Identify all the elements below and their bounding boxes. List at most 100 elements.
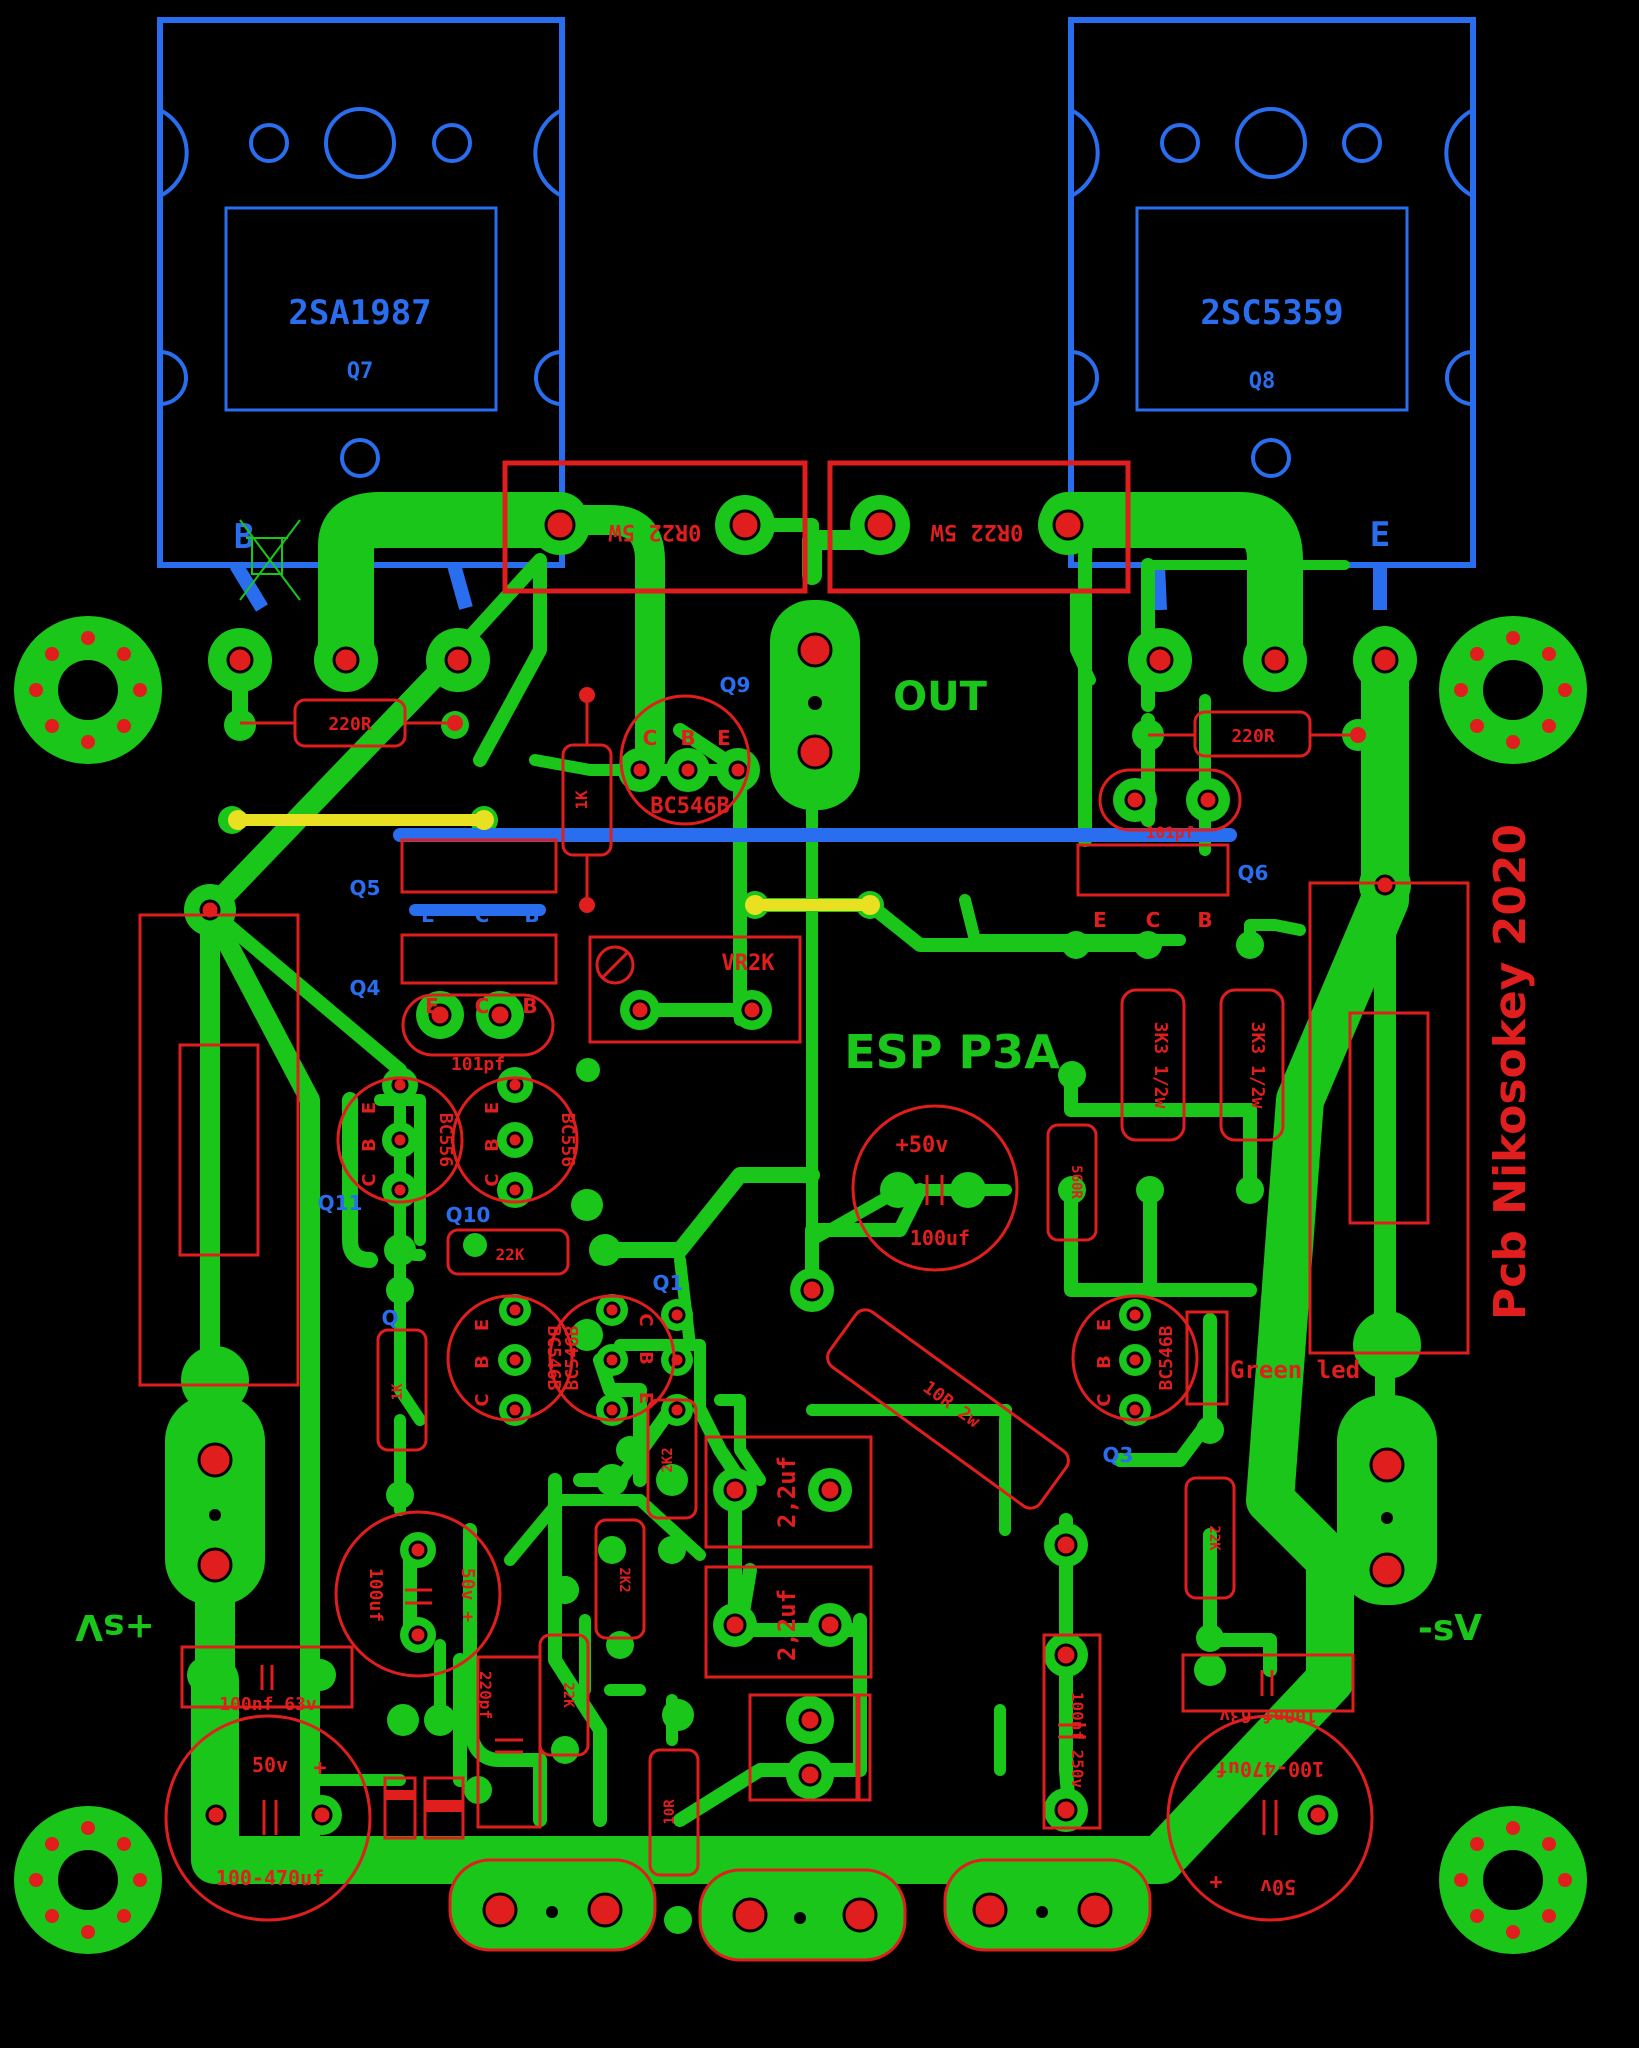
q1-pin-e: E [635, 1392, 656, 1404]
r220-right-label: 220R [1231, 726, 1275, 747]
bulk-left-value: 100-470uf [216, 1866, 324, 1890]
bc556-b-pin-e: E [482, 1102, 503, 1114]
bc546b-b-label: BC546B [562, 1325, 583, 1390]
cap100nf250-label: 100nf 250v [1068, 1692, 1087, 1789]
q3-pin-b: B [1094, 1355, 1115, 1369]
bc556-a-pin-c: C [359, 1173, 380, 1186]
recycle-bin-icon [239, 519, 301, 601]
ref-q6: Q6 [1238, 861, 1269, 885]
q5-pin-b: B [524, 903, 539, 927]
output-label: OUT [893, 674, 987, 720]
bulk-right-voltage: 50v [1260, 1875, 1296, 1899]
r2k2-b-label: 2K2 [616, 1567, 632, 1592]
q-a-pin-e: E [472, 1319, 493, 1331]
supply-neg-label: -sV [1418, 1608, 1482, 1649]
cap2u2-a-label: 2,2uf [773, 1456, 801, 1528]
cap2u2-b-label: 2,2uf [773, 1589, 801, 1661]
cap100u-left-value: 100uf [365, 1568, 386, 1622]
q9-pin-e: E [717, 726, 731, 750]
power-transistor-left-ref: Q7 [347, 359, 374, 384]
cap100u-mid-voltage: +50v [896, 1133, 949, 1158]
cap100u-mid-value: 100uf [910, 1226, 970, 1250]
diode-bodies [385, 1790, 463, 1812]
trimmer-label: VR2K [722, 951, 776, 976]
cap220pf-label: 220pf [476, 1671, 495, 1719]
silk-pads [447, 687, 1366, 913]
q4-pin-e: E [425, 994, 439, 1018]
bc556-b-pin-b: B [482, 1138, 503, 1152]
q-a-pin-c: C [472, 1393, 493, 1406]
board-title: ESP P3A [844, 1025, 1060, 1079]
r22k-a-label: 22K [496, 1245, 525, 1264]
silkscreen-outlines [138, 460, 1470, 1962]
ref-q11: Q11 [318, 1191, 363, 1215]
board-credit: Pcb Nikosokey 2020 [1485, 824, 1536, 1320]
cap100nf-left-label: 100nf 63v [219, 1694, 317, 1715]
power-transistor-right-part: 2SC5359 [1200, 293, 1343, 333]
r3k3-a-label: 3K3 1/2w [1150, 1022, 1171, 1109]
ref-q5: Q5 [350, 876, 381, 900]
q-a-pin-b: B [472, 1355, 493, 1369]
jumper-wires [232, 814, 876, 911]
cap100u-left-voltage: 50v + [457, 1568, 478, 1622]
bc556-b-label: BC556 [557, 1113, 578, 1167]
bulk-right-plus: + [1209, 1869, 1222, 1894]
power-transistor-right-ref: Q8 [1249, 369, 1276, 394]
q6-pin-c: C [1146, 908, 1161, 932]
q9-pin-c: C [643, 726, 658, 750]
q5-pin-e: E [421, 903, 435, 927]
cap101-left-label: 101pf [451, 1054, 505, 1075]
bc556-a-pin-b: B [359, 1138, 380, 1152]
power-transistor-right-pin: E [1370, 515, 1390, 555]
jumper-ends [228, 810, 880, 915]
r2k2-a-label: 2K2 [660, 1447, 676, 1472]
q6-pin-e: E [1093, 908, 1107, 932]
q5-pin-c: C [475, 903, 490, 927]
bulk-left-voltage: 50v [252, 1753, 288, 1777]
ref-q2: Q [381, 1306, 398, 1330]
capacitor-symbols [260, 1175, 1278, 1835]
q1-pin-b: B [635, 1351, 656, 1365]
r1k-q-label: 1K [390, 1383, 406, 1400]
top-layer-traces [393, 828, 1237, 916]
cap101-right-label: 101pf [1146, 823, 1194, 842]
bc546b-c-label: BC546B [1156, 1325, 1177, 1390]
bc546b-a-label: BC546B [543, 1325, 564, 1390]
ref-q4: Q4 [350, 976, 381, 1000]
r220-left-label: 220R [328, 714, 372, 735]
q6-pin-b: B [1197, 908, 1212, 932]
ref-q3: Q3 [1103, 1443, 1134, 1467]
q3-pin-e: E [1094, 1319, 1115, 1331]
ref-q1: Q1 [653, 1271, 684, 1295]
q9-part-label: BC546B [650, 794, 729, 819]
led-label: Green led [1230, 1356, 1360, 1384]
r3k3-b-label: 3K3 1/2w [1247, 1022, 1268, 1109]
r560-label: 560R [1068, 1165, 1084, 1199]
power-transistor-left-pin: B [234, 517, 254, 557]
ref-q10: Q10 [446, 1203, 491, 1227]
mounting-hole-vias [29, 631, 1572, 1939]
bc556-a-pin-e: E [359, 1102, 380, 1114]
q1-pin-c: C [635, 1313, 656, 1326]
supply-pos-label: +sV [75, 1606, 155, 1647]
r1k-label: 1K [572, 790, 591, 810]
q3-pin-c: C [1094, 1393, 1115, 1406]
centre-marks [209, 696, 1393, 1924]
bc556-a-label: BC556 [435, 1113, 456, 1167]
drill-holes [197, 509, 1405, 1933]
r22k-b-label: 22K [560, 1682, 576, 1708]
ref-q9: Q9 [720, 673, 751, 697]
q9-pin-b: B [680, 726, 695, 750]
power-transistor-left-part: 2SA1987 [288, 293, 431, 333]
cap100nf-right-label: 100nf 63v [1219, 1705, 1317, 1726]
r10r-label: 10R [662, 1799, 678, 1825]
q4-pin-b: B [522, 994, 537, 1018]
bulk-left-plus: + [313, 1756, 326, 1781]
q4-pin-c: C [475, 994, 490, 1018]
bc556-b-pin-c: C [482, 1173, 503, 1186]
emitter-resistor-right-label: 0R22 5W [930, 519, 1023, 544]
r22k-c-label: 22K [1206, 1525, 1222, 1551]
bulk-right-value: 100-470uf [1216, 1757, 1324, 1781]
emitter-resistor-left-label: 0R22 5W [608, 519, 701, 544]
